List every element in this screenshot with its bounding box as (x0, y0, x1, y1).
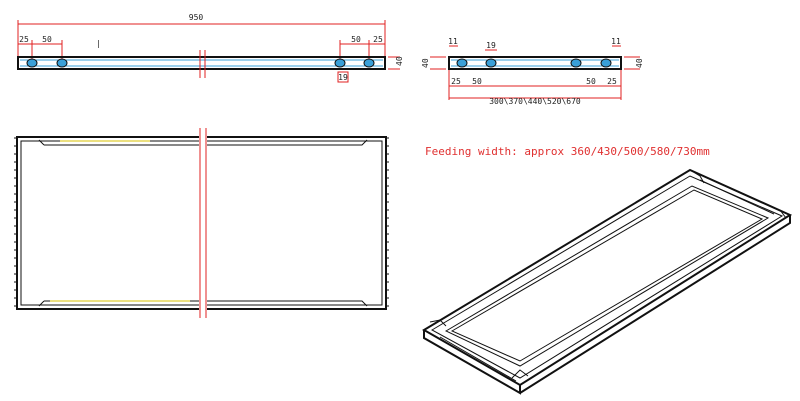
section-view: 11 19 11 40 40 25 50 50 25 300\370\440\5… (421, 37, 644, 106)
hole-marker (363, 58, 375, 68)
hole-marker (334, 58, 346, 68)
hole-marker (570, 58, 582, 68)
feeding-width-note: Feeding width: approx 360/430/500/580/73… (425, 145, 710, 158)
dim-right-pitch: 50 (351, 35, 361, 44)
dim-left-edge: 25 (19, 35, 29, 44)
dim-section-top-mid: 19 (486, 41, 496, 50)
hole-marker (600, 58, 612, 68)
dim-widths: 300\370\440\520\670 (489, 97, 581, 106)
dim-section-bot-right: 25 (607, 77, 617, 86)
isometric-view (422, 168, 793, 395)
dim-height-right: 40 (395, 56, 404, 66)
hole-marker (485, 58, 497, 68)
dim-section-top-right: 11 (611, 37, 621, 46)
dim-section-bot-left: 25 (451, 77, 461, 86)
dim-section-right-h: 40 (635, 58, 644, 68)
dim-right-edge: 25 (373, 35, 383, 44)
dim-section-bot-pitch-left: 50 (472, 77, 482, 86)
dim-section-bot-pitch-right: 50 (586, 77, 596, 86)
dim-total-length: 950 (189, 13, 204, 22)
dim-section-top-left: 11 (448, 37, 458, 46)
dim-hole-dia: 19 (338, 73, 348, 82)
hole-marker (456, 58, 468, 68)
dim-left-pitch: 50 (42, 35, 52, 44)
hole-marker (56, 58, 68, 68)
side-elevation-view: 950 25 50 50 25 19 40 | (17, 13, 404, 83)
hole-marker (26, 58, 38, 68)
dim-section-left-h: 40 (421, 58, 430, 68)
plan-view (14, 128, 389, 318)
svg-text:|: | (96, 39, 101, 48)
